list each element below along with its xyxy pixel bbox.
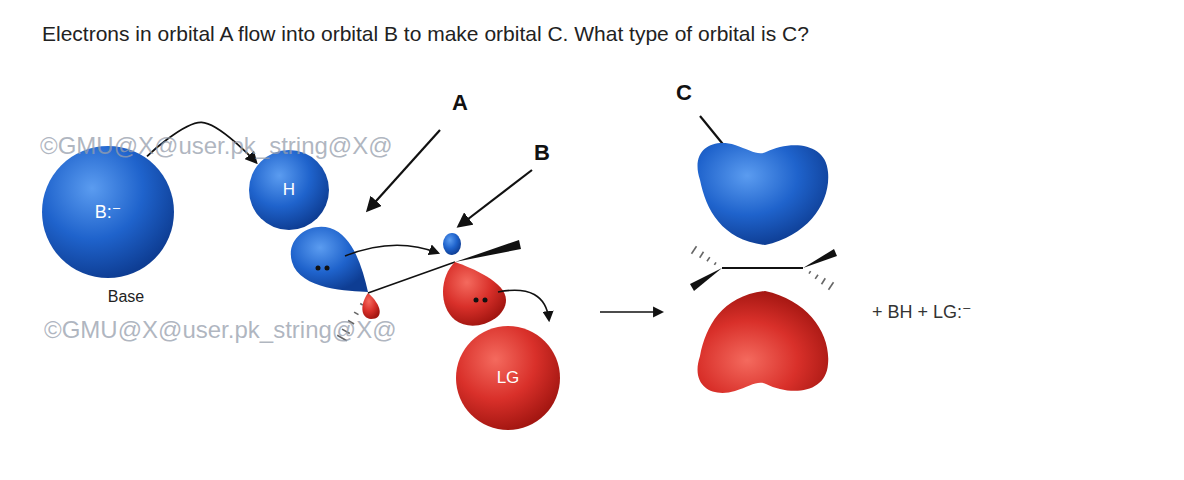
sphere-fill	[249, 150, 329, 230]
sigma-star-lobe	[443, 233, 461, 255]
pi-orbital-top	[698, 143, 829, 245]
ch-back-lobe	[362, 293, 379, 319]
sphere-shape: H	[249, 150, 329, 230]
clg-bond-orbital	[443, 262, 506, 326]
base-sphere: B:⁻ Base	[42, 146, 174, 306]
orbital-label: A	[452, 90, 468, 116]
cc-bond	[368, 262, 455, 293]
electron-flow-arrow	[345, 245, 438, 256]
question-title: Electrons in orbital A flow into orbital…	[42, 22, 809, 46]
sphere-shape: B:⁻	[42, 146, 174, 278]
atom-label: H	[283, 180, 295, 200]
leaving-group-sphere: LG	[456, 326, 560, 430]
atom-label: B:⁻	[95, 201, 122, 223]
orbital-label: B	[534, 140, 550, 166]
solid-wedge	[690, 268, 722, 291]
ch-bond-orbital	[291, 227, 368, 292]
reaction-arrow	[600, 311, 662, 313]
lone-pair-dot	[325, 266, 330, 271]
electron-flow-arrow	[498, 290, 549, 320]
lone-pair-dot	[316, 266, 321, 271]
watermark: ©GMU@X@user.pk_string@X@	[40, 132, 393, 160]
atom-label: LG	[497, 368, 520, 388]
sphere-fill	[456, 326, 560, 430]
node-heading: Base	[108, 288, 144, 306]
lone-pair-dot	[474, 298, 479, 303]
hashed-wedge	[692, 246, 834, 290]
reaction-products: + BH + LG:⁻	[872, 301, 972, 323]
lone-pair-dot	[483, 298, 488, 303]
pointer-arrow	[459, 170, 532, 226]
hydrogen-sphere: H	[249, 150, 329, 230]
sphere-shape: LG	[456, 326, 560, 430]
solid-wedge	[803, 249, 837, 268]
pi-orbital-bottom	[698, 291, 829, 393]
solid-wedge	[455, 240, 521, 262]
sphere-fill	[42, 146, 174, 278]
orbital-label: C	[676, 80, 692, 106]
watermark: ©GMU@X@user.pk_string@X@	[44, 316, 397, 344]
cc-double-bond	[722, 267, 803, 269]
